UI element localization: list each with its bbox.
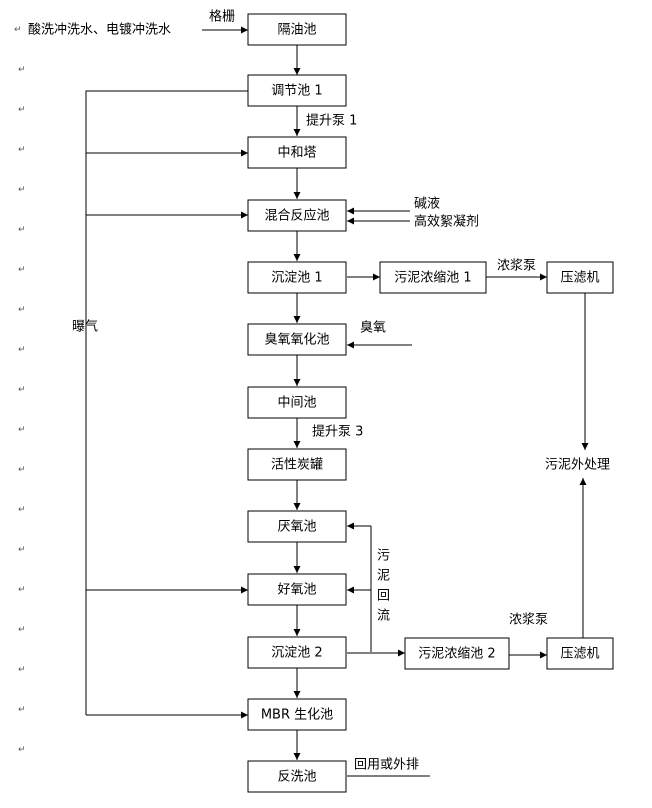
node-activated-carbon: 活性炭罐 — [247, 448, 347, 481]
node-label: 压滤机 — [560, 647, 599, 662]
aeration-main-line — [85, 90, 248, 715]
node-label: 沉淀池 1 — [271, 271, 322, 286]
sludge-return-char-4: 流 — [377, 609, 390, 624]
paragraph-mark: ↵ — [18, 665, 26, 675]
node-sedimentation-1: 沉淀池 1 — [247, 261, 347, 294]
node-label: 污泥浓缩池 1 — [394, 270, 471, 286]
sludge-return-char-1: 污 — [377, 549, 390, 564]
paragraph-mark: ↵ — [18, 505, 26, 515]
lift-pump-3-label: 提升泵 3 — [312, 424, 363, 440]
paragraph-mark: ↵ — [18, 185, 26, 195]
node-intermediate: 中间池 — [247, 386, 347, 419]
paragraph-marks: ↵ ↵ ↵ ↵ ↵ ↵ ↵ ↵ ↵ ↵ ↵ ↵ ↵ ↵ ↵ ↵ ↵ ↵ ↵ — [14, 25, 26, 755]
node-label: 厌氧池 — [277, 520, 316, 535]
node-neutralization: 中和塔 — [247, 136, 347, 169]
node-backwash: 反洗池 — [247, 760, 347, 793]
node-label: 反洗池 — [277, 770, 316, 785]
node-anoxic: 厌氧池 — [247, 510, 347, 543]
node-equalization: 调节池 1 — [247, 74, 347, 107]
paragraph-mark: ↵ — [18, 225, 26, 235]
node-label: 臭氧氧化池 — [264, 333, 329, 348]
slurry-pump-1-label: 浓浆泵 — [497, 259, 536, 274]
paragraph-mark: ↵ — [18, 625, 26, 635]
node-label: 污泥浓缩池 2 — [418, 646, 495, 662]
node-label: 隔油池 — [277, 23, 316, 38]
paragraph-mark: ↵ — [18, 585, 26, 595]
alkali-label: 碱液 — [414, 197, 440, 212]
slurry-pump-2-label: 浓浆泵 — [509, 613, 548, 628]
node-sedimentation-2: 沉淀池 2 — [247, 636, 347, 669]
sludge-disposal-label: 污泥外处理 — [545, 458, 610, 473]
paragraph-mark: ↵ — [18, 465, 26, 475]
node-aerobic: 好氧池 — [247, 573, 347, 606]
paragraph-mark: ↵ — [18, 425, 26, 435]
sludge-return-char-2: 泥 — [377, 569, 390, 584]
paragraph-mark: ↵ — [14, 25, 22, 35]
node-label: 中和塔 — [277, 146, 316, 161]
paragraph-mark: ↵ — [18, 305, 26, 315]
node-ozone-oxidation: 臭氧氧化池 — [247, 323, 347, 356]
node-label: 调节池 1 — [271, 84, 322, 99]
paragraph-mark: ↵ — [18, 705, 26, 715]
node-sludge-thickener-2: 污泥浓缩池 2 — [404, 637, 510, 670]
ozone-label: 臭氧 — [360, 321, 386, 336]
reuse-label: 回用或外排 — [354, 758, 419, 773]
paragraph-mark: ↵ — [18, 385, 26, 395]
aeration-label: 曝气 — [72, 319, 98, 335]
paragraph-mark: ↵ — [18, 145, 26, 155]
node-label: 沉淀池 2 — [271, 646, 322, 661]
sludge-return-char-3: 回 — [377, 589, 390, 604]
node-oil-separator: 隔油池 — [247, 13, 347, 46]
connectors — [85, 26, 589, 777]
paragraph-mark: ↵ — [18, 745, 26, 755]
flocculant-label: 高效絮凝剂 — [414, 214, 479, 230]
node-filter-press-2: 压滤机 — [546, 637, 614, 670]
paragraph-mark: ↵ — [18, 545, 26, 555]
screen-label: 格栅 — [209, 9, 235, 25]
node-mbr: MBR 生化池 — [247, 698, 347, 731]
node-label: 中间池 — [277, 396, 316, 411]
node-label: 混合反应池 — [264, 208, 329, 224]
node-label: MBR 生化池 — [261, 708, 333, 723]
paragraph-mark: ↵ — [18, 105, 26, 115]
lift-pump-1-label: 提升泵 1 — [306, 113, 357, 129]
paragraph-mark: ↵ — [18, 265, 26, 275]
paragraph-mark: ↵ — [18, 345, 26, 355]
node-label: 活性炭罐 — [271, 458, 323, 473]
node-filter-press-1: 压滤机 — [546, 261, 614, 294]
input-label: 酸洗冲洗水、电镀冲洗水 — [28, 22, 171, 38]
node-sludge-thickener-1: 污泥浓缩池 1 — [379, 261, 487, 294]
node-mixing-reaction: 混合反应池 — [247, 199, 347, 232]
node-label: 好氧池 — [277, 583, 316, 598]
paragraph-mark: ↵ — [18, 65, 26, 75]
node-label: 压滤机 — [560, 271, 599, 286]
